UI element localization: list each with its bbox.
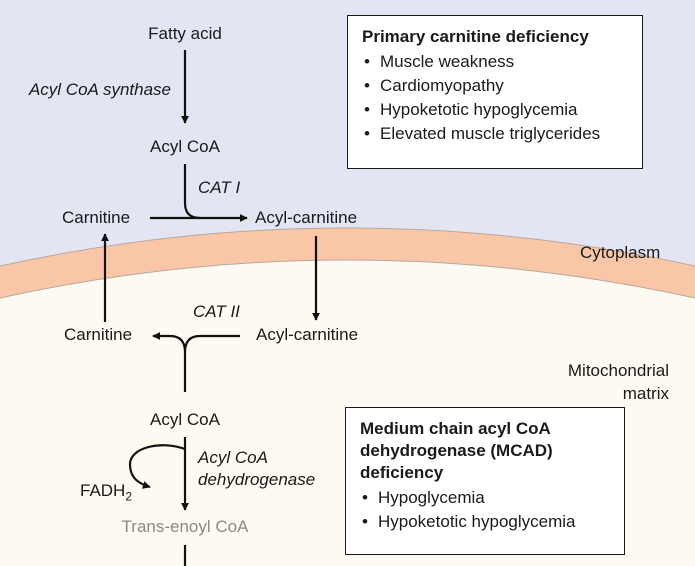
mcad-box-title-line2: dehydrogenase (MCAD) xyxy=(360,441,553,460)
carnitine-top-label: Carnitine xyxy=(62,208,131,227)
primary-box-item: Cardiomyopathy xyxy=(362,74,630,98)
cat1-label: CAT I xyxy=(198,178,241,197)
acyl-carnitine-top-label: Acyl-carnitine xyxy=(255,208,358,227)
mcad-box-item: Hypoketotic hypoglycemia xyxy=(360,510,612,534)
trans-enoyl-coa-label: Trans-enoyl CoA xyxy=(121,517,249,536)
acyl-coa-synthase-label: Acyl CoA synthase xyxy=(28,80,171,99)
primary-box-item: Elevated muscle triglycerides xyxy=(362,122,630,146)
primary-box-title: Primary carnitine deficiency xyxy=(362,27,589,46)
mcad-box-list: Hypoglycemia Hypoketotic hypoglycemia xyxy=(360,486,612,534)
primary-box-list: Muscle weakness Cardiomyopathy Hypoketot… xyxy=(362,50,630,146)
fatty-acid-label: Fatty acid xyxy=(148,24,222,43)
mcad-box-title-line1: Medium chain acyl CoA xyxy=(360,419,551,438)
primary-carnitine-deficiency-box: Primary carnitine deficiency Muscle weak… xyxy=(347,15,643,169)
acyl-coa-bottom-label: Acyl CoA xyxy=(150,410,220,429)
acyl-coa-top-label: Acyl CoA xyxy=(150,137,220,156)
mcad-deficiency-box: Medium chain acyl CoA dehydrogenase (MCA… xyxy=(345,407,625,555)
carnitine-bottom-label: Carnitine xyxy=(64,325,133,344)
primary-box-item: Hypoketotic hypoglycemia xyxy=(362,98,630,122)
membrane-outer-edge xyxy=(0,227,695,267)
dehydrogenase-label-line1: Acyl CoA xyxy=(198,448,268,467)
mitochondrial-membrane xyxy=(0,228,695,298)
arrow-cat2-to-carnitine xyxy=(153,336,240,392)
cat2-label: CAT II xyxy=(193,302,240,321)
fadh2-label: FADH2 xyxy=(80,481,132,506)
matrix-label-line2: matrix xyxy=(622,384,669,403)
mcad-box-item: Hypoglycemia xyxy=(360,486,612,510)
fadh2-main-text: FADH xyxy=(80,481,126,500)
primary-box-item: Muscle weakness xyxy=(362,50,630,74)
dehydrogenase-label-line2: dehydrogenase xyxy=(198,470,316,489)
membrane-inner-edge xyxy=(0,259,695,299)
cytoplasm-label: Cytoplasm xyxy=(580,243,661,262)
fadh2-subscript: 2 xyxy=(125,489,133,504)
mcad-box-title-line3: deficiency xyxy=(360,463,444,482)
arrow-fadh2-branch xyxy=(128,444,186,489)
matrix-label-line1: Mitochondrial xyxy=(567,361,669,380)
acyl-carnitine-bottom-label: Acyl-carnitine xyxy=(256,325,359,344)
